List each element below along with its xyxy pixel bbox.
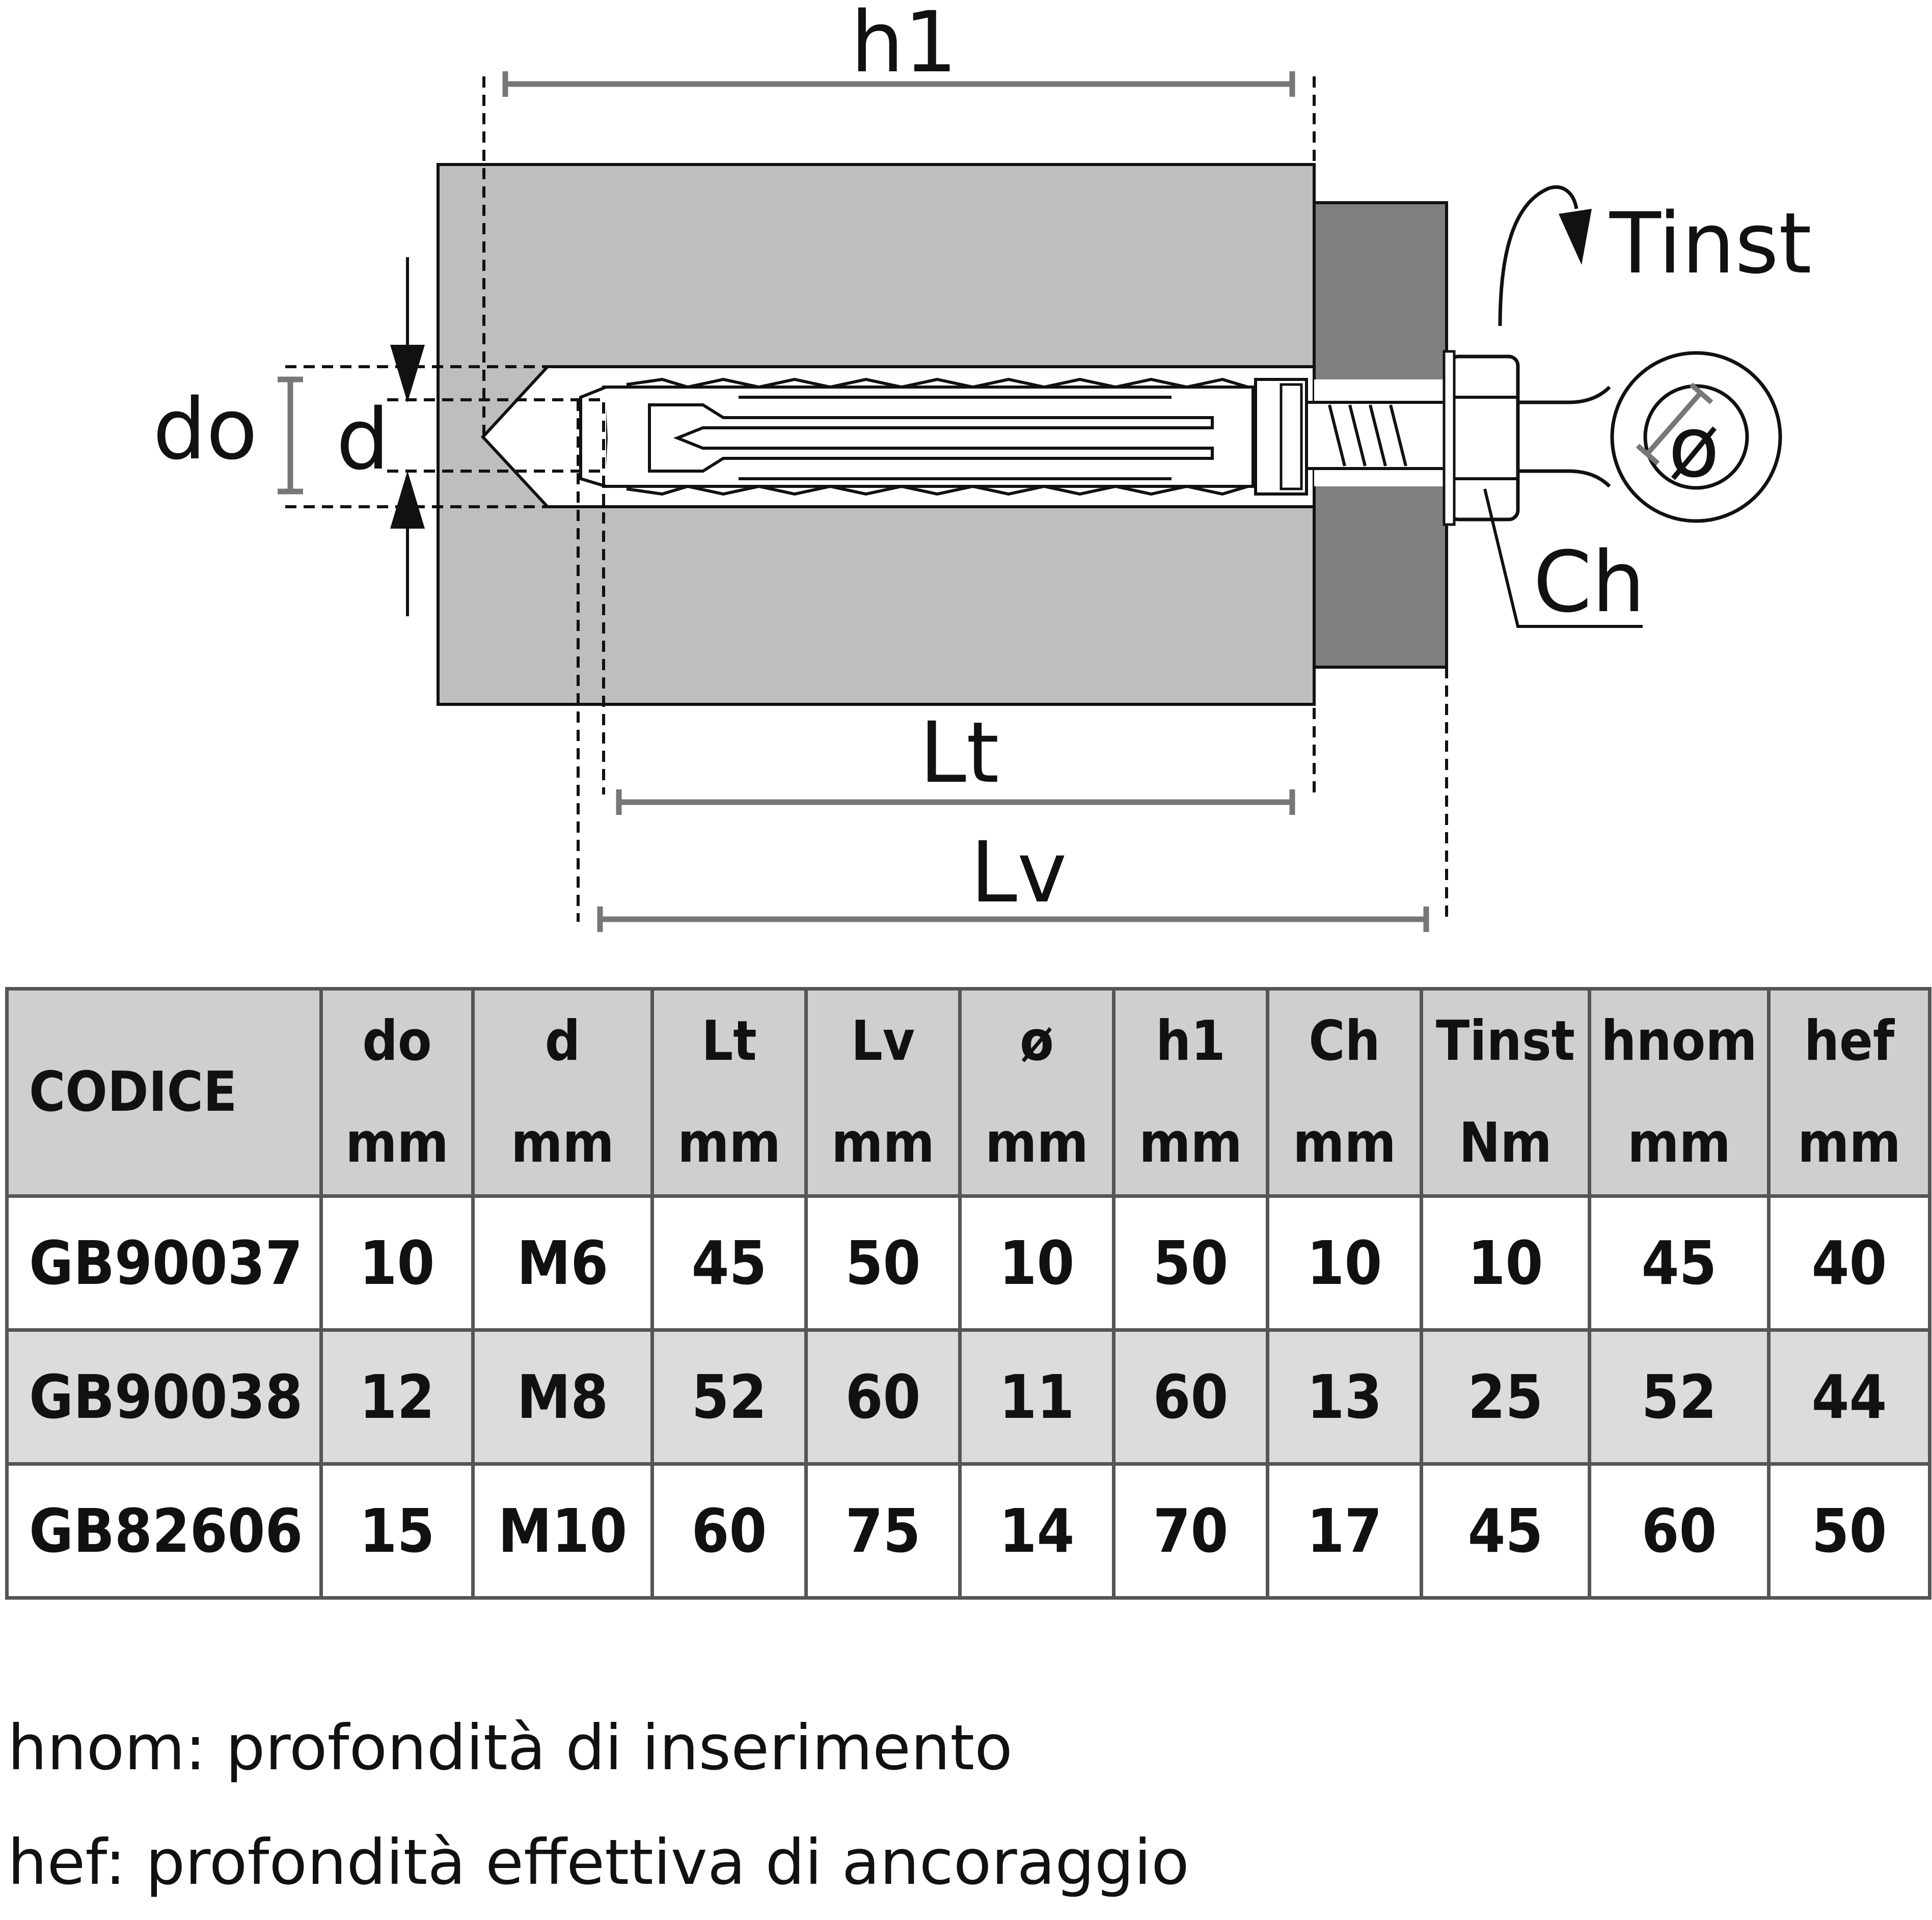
note-hnom: hnom: profondità di inserimento	[8, 1712, 1013, 1784]
cell-d: M6	[471, 1194, 654, 1332]
d-dimension	[390, 257, 425, 616]
cell-lt: 45	[650, 1194, 808, 1332]
table-row: GB90038 12 M8 52 60 11 60 13 25 52 44	[5, 1328, 1931, 1466]
cell-d: M8	[471, 1328, 654, 1466]
lv-label: Lv	[970, 824, 1067, 921]
hex-nut	[1447, 354, 1520, 522]
cell-h1: 50	[1112, 1194, 1269, 1332]
cell-ch: 10	[1266, 1194, 1423, 1332]
anchor-washer	[1280, 383, 1303, 490]
cell-codice: GB90038	[5, 1328, 323, 1466]
cell-ch: 17	[1266, 1462, 1423, 1600]
cell-codice: GB90037	[5, 1194, 323, 1332]
do-label: do	[153, 380, 258, 478]
cell-hnom: 60	[1588, 1462, 1771, 1600]
bolt-thread	[1328, 404, 1407, 467]
h1-label: h1	[851, 0, 958, 91]
phi-label: ø	[1668, 398, 1720, 496]
table-row: GB82606 15 M10 60 75 14 70 17 45 60 50	[5, 1462, 1931, 1600]
cell-codice: GB82606	[5, 1462, 323, 1600]
ch-leader	[1483, 488, 1643, 628]
do-dimension	[278, 376, 303, 495]
anchor-diagram: ø h1 Lt Lv do	[153, 0, 1812, 932]
footnotes: hnom: profondità di inserimento hef: pro…	[8, 1691, 1189, 1920]
tinst-label: Tinst	[1609, 195, 1812, 292]
cell-hef: 40	[1767, 1194, 1931, 1332]
cell-tinst: 25	[1420, 1328, 1591, 1466]
cell-tinst: 10	[1420, 1194, 1591, 1332]
eye-bolt-ring	[1518, 351, 1782, 523]
cell-phi: 10	[958, 1194, 1115, 1332]
cell-lt: 52	[650, 1328, 808, 1466]
sleeve-cone	[579, 386, 607, 488]
cell-hef: 50	[1767, 1462, 1931, 1600]
ch-label: Ch	[1533, 533, 1645, 631]
cell-hef: 44	[1767, 1328, 1931, 1466]
cell-do: 12	[319, 1328, 475, 1466]
lv-dimension	[597, 907, 1429, 932]
table-row: GB90037 10 M6 45 50 10 50 10 10 45 40	[5, 1194, 1931, 1332]
cell-phi: 11	[958, 1328, 1115, 1466]
lt-label: Lt	[919, 704, 999, 802]
tinst-arrow	[1498, 185, 1592, 326]
nut-washer	[1443, 350, 1456, 526]
cell-hnom: 52	[1588, 1328, 1771, 1466]
cell-ch: 13	[1266, 1328, 1423, 1466]
cell-h1: 70	[1112, 1462, 1269, 1600]
d-label: d	[336, 391, 390, 488]
note-hef: hef: profondità effettiva di ancoraggio	[8, 1826, 1189, 1899]
cell-d: M10	[471, 1462, 654, 1600]
header-codice: CODICE	[5, 987, 323, 1198]
h1-dimension	[502, 71, 1295, 97]
cell-lv: 60	[804, 1328, 962, 1466]
cell-lt: 60	[650, 1462, 808, 1600]
cell-hnom: 45	[1588, 1194, 1771, 1332]
cell-do: 15	[319, 1462, 475, 1600]
anchor-sleeve	[602, 377, 1255, 496]
cell-phi: 14	[958, 1462, 1115, 1600]
cell-do: 10	[319, 1194, 475, 1332]
cell-lv: 50	[804, 1194, 962, 1332]
cell-tinst: 45	[1420, 1462, 1591, 1600]
cell-lv: 75	[804, 1462, 962, 1600]
cell-h1: 60	[1112, 1328, 1269, 1466]
lt-dimension	[616, 789, 1295, 815]
